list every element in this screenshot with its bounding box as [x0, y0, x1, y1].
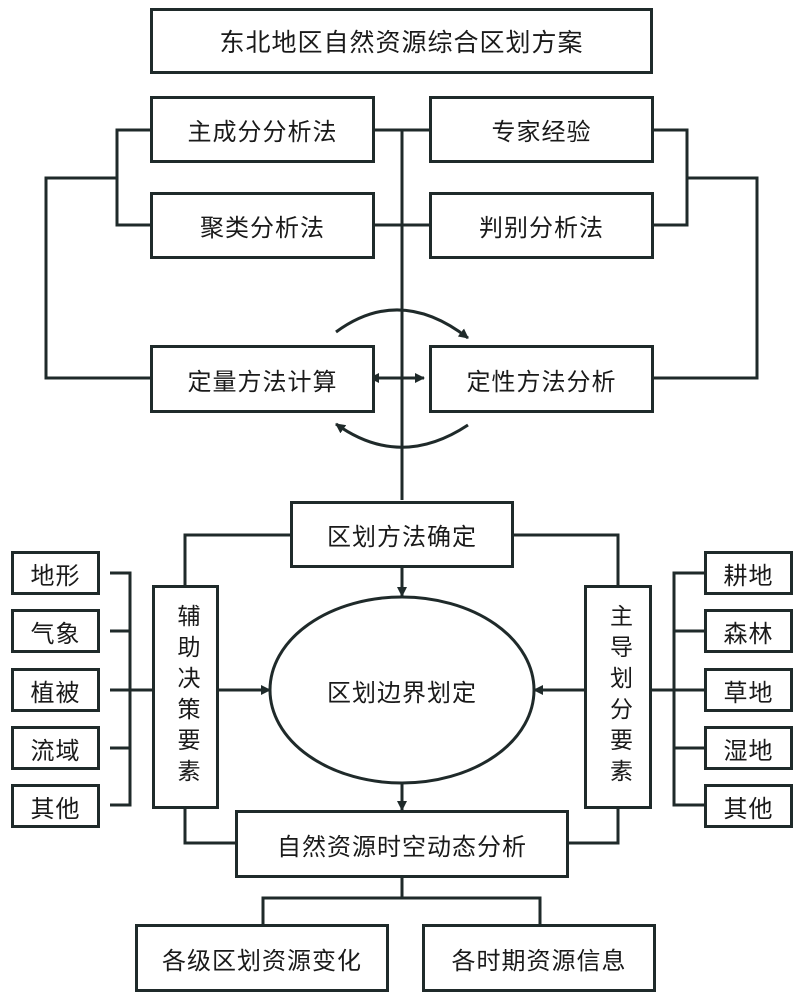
output-box-period-info: 各时期资源信息	[422, 924, 656, 992]
factor-label: 湿地	[723, 736, 774, 765]
factor-label: 其他	[723, 794, 774, 823]
lead-factor-grassland: 草地	[704, 668, 793, 712]
factor-label: 其他	[30, 794, 81, 823]
method-box-expert: 专家经验	[429, 96, 654, 163]
method-determination-box: 区划方法确定	[290, 501, 514, 568]
boundary-delineation-label: 区划边界划定	[327, 678, 477, 707]
method-label: 聚类分析法	[200, 214, 325, 242]
factor-label: 植被	[30, 678, 81, 707]
spatiotemporal-analysis-box: 自然资源时空动态分析	[235, 810, 569, 878]
method-box-discriminant: 判别分析法	[429, 192, 654, 259]
title-box: 东北地区自然资源综合区划方案	[150, 8, 653, 74]
method-label: 判别分析法	[479, 214, 604, 242]
method-label: 主成分分析法	[187, 118, 338, 146]
leading-factors-box: 主导划分要素	[584, 585, 652, 809]
boundary-ellipse	[268, 595, 536, 785]
lead-factor-other: 其他	[704, 784, 793, 828]
aux-factor-other: 其他	[11, 784, 100, 828]
auxiliary-factors-label: 辅助决策要素	[173, 604, 199, 790]
aux-factor-climate: 气象	[11, 609, 100, 653]
title-text: 东北地区自然资源综合区划方案	[219, 28, 584, 57]
aux-factor-terrain: 地形	[11, 551, 100, 595]
lead-factor-wetland: 湿地	[704, 726, 793, 770]
lead-factor-forest: 森林	[704, 609, 793, 653]
auxiliary-factors-box: 辅助决策要素	[152, 585, 219, 809]
qualitative-analysis-box: 定性方法分析	[429, 345, 654, 413]
method-box-cluster: 聚类分析法	[150, 192, 375, 259]
factor-label: 耕地	[723, 561, 774, 590]
method-label: 专家经验	[491, 118, 592, 146]
aux-factor-vegetation: 植被	[11, 668, 100, 712]
aux-factor-watershed: 流域	[11, 726, 100, 770]
spatiotemporal-analysis-label: 自然资源时空动态分析	[277, 832, 527, 861]
output-box-zoning-change: 各级区划资源变化	[135, 924, 389, 992]
boundary-delineation-label-wrap: 区划边界划定	[270, 660, 534, 720]
method-box-pca: 主成分分析法	[150, 96, 375, 163]
cycle-arc-top	[335, 308, 469, 340]
factor-label: 草地	[723, 678, 774, 707]
method-determination-label: 区划方法确定	[327, 523, 477, 551]
factor-label: 流域	[30, 736, 81, 765]
output-label: 各级区划资源变化	[162, 946, 362, 975]
cycle-arc-bottom	[335, 422, 469, 449]
factor-label: 气象	[30, 619, 81, 648]
qualitative-analysis-label: 定性方法分析	[466, 367, 617, 396]
quantitative-calc-box: 定量方法计算	[150, 345, 375, 413]
leading-factors-label: 主导划分要素	[605, 604, 632, 790]
output-label: 各时期资源信息	[451, 946, 627, 975]
lead-factor-cropland: 耕地	[704, 551, 793, 595]
factor-label: 地形	[30, 561, 81, 590]
quantitative-calc-label: 定量方法计算	[187, 367, 338, 396]
factor-label: 森林	[723, 619, 774, 648]
